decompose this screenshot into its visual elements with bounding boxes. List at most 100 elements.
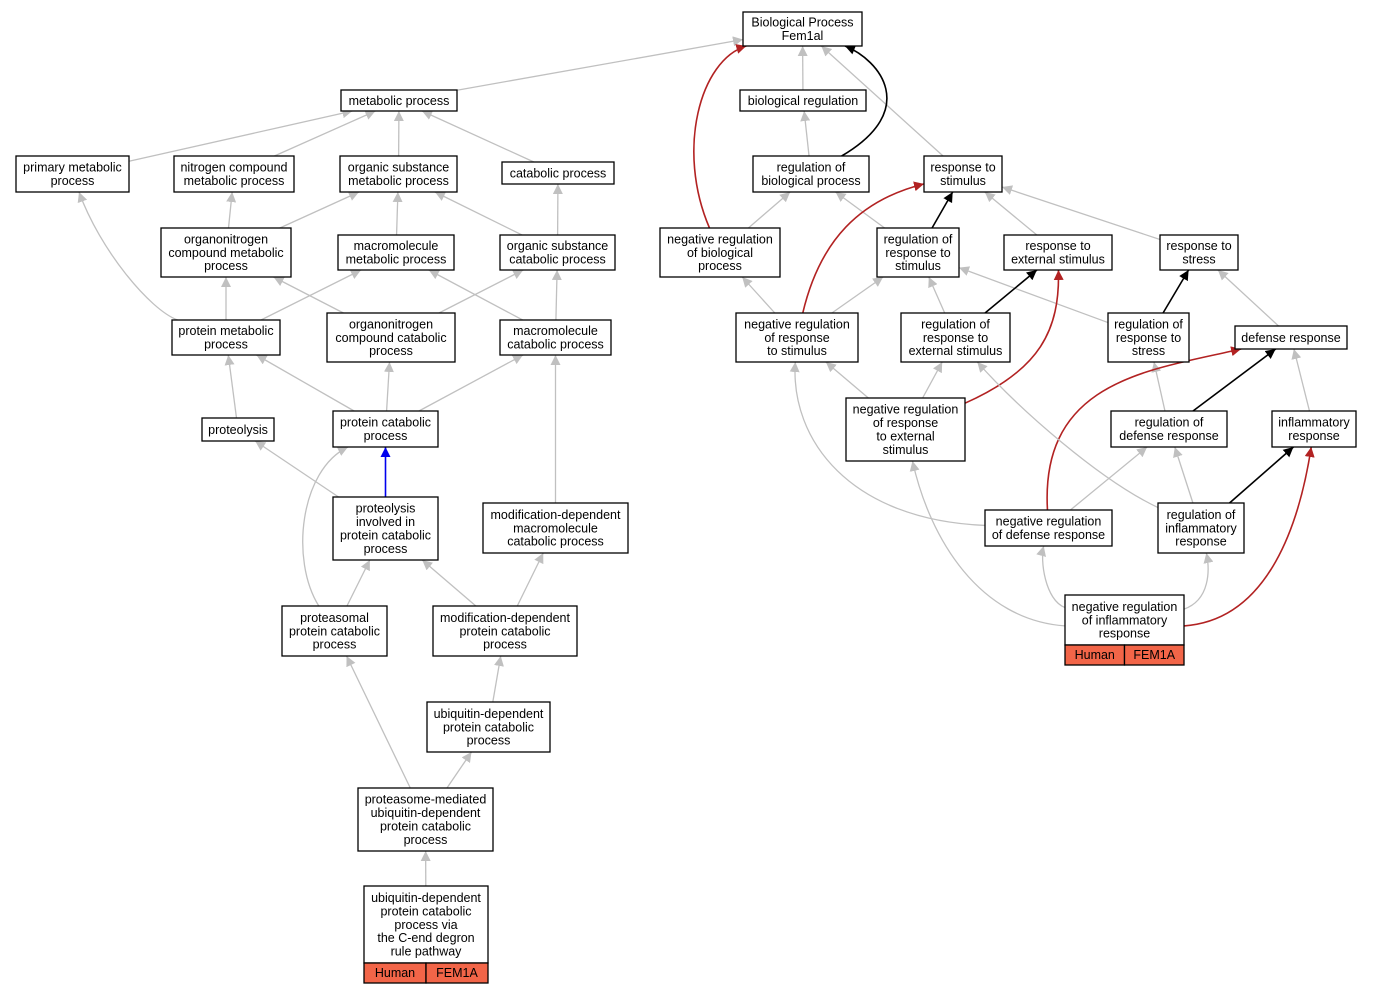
term-box (1271, 410, 1357, 448)
go-term-node-catabolic-process[interactable]: catabolic process (501, 161, 615, 185)
term-box (357, 787, 494, 852)
term-label-line: metabolic process (349, 94, 450, 108)
edge-is-a (421, 559, 477, 607)
term-box (1234, 325, 1348, 350)
edge-negatively-regulates (802, 181, 925, 314)
term-box (363, 885, 489, 964)
term-box (1107, 312, 1190, 363)
term-label-line: response to (1116, 331, 1181, 345)
term-label-line: negative regulation (744, 317, 850, 331)
term-label-line: process (313, 638, 357, 652)
term-label-line: negative regulation (853, 403, 959, 417)
term-label-line: catabolic process (509, 253, 606, 267)
term-label-line: of response (764, 331, 829, 345)
term-label-line: negative regulation (667, 232, 773, 246)
term-label-line: biological regulation (748, 94, 859, 108)
edge-regulates (1162, 269, 1190, 314)
edge-is-a (434, 191, 523, 236)
edge-is-a (226, 191, 237, 229)
term-label-line: Biological Process (751, 16, 853, 30)
edge-is-a (928, 276, 946, 314)
term-label-line: defense response (1119, 429, 1218, 443)
edge-is-a (260, 269, 362, 321)
term-label-line: organic substance (507, 239, 609, 253)
edge-is-a (345, 655, 411, 789)
edge-regulates (1192, 348, 1277, 412)
edge-is-a (302, 446, 349, 607)
term-label-line: Fem1al (782, 29, 824, 43)
edge-is-a (492, 655, 504, 703)
term-label-line: catabolic process (507, 338, 604, 352)
term-box (659, 227, 781, 278)
go-term-node-modification-dependent-macromolecule-catabolic-process[interactable]: modification-dependentmacromoleculecatab… (482, 502, 629, 554)
term-label-line: modification-dependent (491, 508, 621, 522)
go-term-node-biological-regulation[interactable]: biological regulation (739, 89, 867, 112)
edge-is-a (383, 361, 394, 412)
edge-is-a (1173, 446, 1194, 504)
term-label-line: modification-dependent (440, 611, 570, 625)
term-box (739, 89, 867, 112)
edge-is-a (922, 361, 943, 399)
term-label-line: process (369, 344, 413, 358)
term-label-line: metabolic process (346, 253, 447, 267)
term-label-line: of defense response (992, 528, 1105, 542)
term-label-line: the C-end degron (377, 931, 474, 945)
edge-is-a (224, 354, 238, 419)
term-label-line: negative regulation (1072, 600, 1178, 614)
edge-is-a (1151, 361, 1166, 412)
term-label-line: process (204, 338, 248, 352)
go-term-node-metabolic-process[interactable]: metabolic process (340, 89, 458, 112)
edge-is-a (825, 361, 869, 399)
term-label-line: protein catabolic (380, 820, 471, 834)
term-box (332, 410, 439, 448)
edge-is-a (835, 191, 885, 229)
term-label-line: regulation of (921, 317, 990, 331)
term-label-line: stress (1182, 253, 1215, 267)
go-term-node-defense-response[interactable]: defense response (1234, 325, 1348, 350)
edge-is-a (274, 110, 376, 157)
edge-is-a (428, 269, 523, 321)
term-label-line: organic substance (348, 161, 450, 175)
edge-is-a (438, 269, 524, 314)
go-term-node-proteasome-mediated-ubiquitin-dependent-protein-catabolic-process[interactable]: proteasome-mediatedubiquitin-dependentpr… (357, 787, 494, 852)
term-label-line: process (364, 542, 408, 556)
term-label-line: inflammatory (1278, 416, 1350, 430)
edge-is-a (1217, 269, 1279, 327)
term-box (501, 161, 615, 185)
edge-is-a (1291, 348, 1311, 412)
term-label-line: to external (876, 430, 934, 444)
go-term-node-proteolysis[interactable]: proteolysis (201, 417, 275, 442)
